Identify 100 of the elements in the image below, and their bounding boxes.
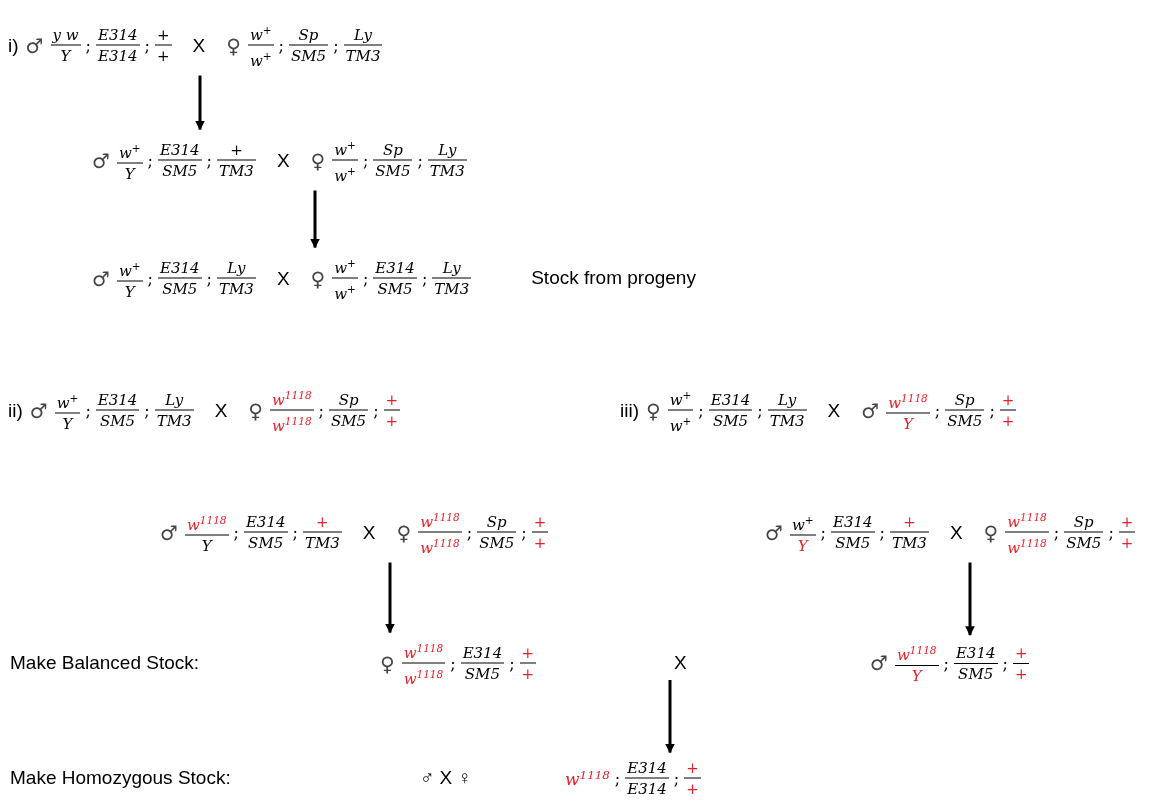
denominator: Y: [123, 163, 137, 182]
sex-symbol: ♀: [646, 398, 661, 422]
sex-symbol: ♂: [765, 520, 783, 544]
separator: ;: [673, 768, 680, 788]
denominator: +: [155, 45, 171, 65]
separator: ;: [757, 400, 763, 420]
numerator: E314: [373, 258, 417, 279]
arrow: [965, 562, 975, 636]
sex-symbol: ♂: [861, 398, 880, 422]
denominator: E314: [626, 778, 668, 798]
denominator: +: [685, 778, 700, 798]
note-text: Stock from progeny: [531, 267, 696, 289]
numerator: E314: [95, 390, 140, 411]
denominator: SM5: [478, 532, 516, 552]
numerator: w$^{+}$: [116, 256, 143, 281]
numerator: w$^{1118}$: [894, 641, 939, 666]
denominator: w$^{+}$: [248, 48, 273, 70]
numerator: Sp: [477, 512, 517, 533]
denominator: SM5: [711, 410, 750, 430]
denominator: TM3: [303, 532, 341, 552]
numerator: w$^{+}$: [54, 388, 81, 413]
separator: ;: [1108, 522, 1114, 542]
separator: ;: [1053, 522, 1060, 542]
denominator: +: [1000, 410, 1016, 430]
cross-symbol: X: [674, 652, 687, 674]
numerator: +: [519, 643, 537, 664]
denominator: SM5: [957, 663, 995, 683]
separator: ;: [85, 35, 91, 55]
separator: ;: [333, 35, 339, 55]
denominator: +: [384, 410, 400, 430]
separator: ;: [362, 150, 369, 170]
separator: ;: [820, 522, 826, 542]
numerator: +: [1118, 512, 1136, 533]
cross-symbol: X: [362, 521, 376, 543]
sex-symbol: ♂: [92, 266, 110, 290]
row-label: ii): [8, 399, 23, 421]
sex-symbol: ♀: [248, 398, 263, 422]
numerator: +: [684, 758, 701, 779]
separator: ;: [318, 400, 324, 420]
numerator: E314: [96, 25, 140, 46]
numerator: E314: [708, 390, 753, 411]
numerator: +: [531, 512, 549, 533]
numerator: Ly: [216, 258, 256, 279]
sex-symbol: ♂: [870, 651, 888, 675]
denominator: SM5: [289, 45, 328, 65]
numerator: Ly: [432, 258, 472, 279]
row-label: i): [8, 34, 19, 56]
numerator: E314: [460, 643, 505, 664]
sex-symbol: ♀: [983, 520, 999, 544]
numerator: w$^{1118}$: [270, 385, 314, 411]
denominator: Y: [796, 535, 810, 554]
numerator: +: [889, 512, 929, 533]
arrow: [195, 75, 205, 131]
sex-symbol: ♂: [29, 398, 48, 422]
denominator: TM3: [433, 278, 471, 298]
denominator: TM3: [155, 410, 193, 430]
numerator: +: [383, 390, 401, 411]
separator: ;: [989, 400, 995, 420]
denominator: TM3: [768, 410, 806, 430]
numerator: E314: [243, 512, 288, 533]
denominator: Y: [910, 666, 924, 685]
denominator: SM5: [161, 278, 199, 298]
numerator: w$^{1118}$: [401, 638, 446, 664]
sex-symbol: ♂: [160, 520, 178, 544]
separator: ;: [614, 768, 621, 788]
denominator: TM3: [344, 45, 382, 65]
denominator: TM3: [217, 160, 255, 180]
separator: ;: [879, 522, 885, 542]
row-label: iii): [620, 399, 639, 421]
separator: ;: [698, 400, 704, 420]
separator: ;: [417, 150, 423, 170]
numerator: Ly: [154, 390, 194, 411]
numerator: w$^{+}$: [332, 135, 358, 161]
separator: ;: [421, 268, 428, 288]
denominator: TM3: [428, 160, 466, 180]
denominator: w$^{1118}$: [271, 413, 313, 435]
label-text: ♂ X ♀: [420, 767, 472, 789]
numerator: Sp: [329, 390, 369, 411]
numerator: E314: [158, 140, 202, 161]
denominator: SM5: [161, 160, 199, 180]
numerator: +: [999, 390, 1017, 411]
numerator: w$^{+}$: [247, 20, 274, 46]
denominator: E314: [97, 45, 139, 65]
denominator: TM3: [217, 278, 255, 298]
label-text: Make Balanced Stock:: [10, 652, 200, 674]
numerator: Sp: [945, 390, 985, 411]
cross-symbol: X: [192, 34, 206, 56]
numerator: w$^{1118}$: [1005, 507, 1049, 533]
denominator: w$^{+}$: [333, 281, 357, 303]
denominator: +: [1013, 663, 1029, 683]
numerator: w$^{+}$: [789, 510, 816, 535]
cross-symbol: X: [827, 399, 841, 421]
numerator: w$^{1118}$: [184, 510, 229, 535]
separator: ;: [292, 522, 298, 542]
numerator: w$^{+}$: [116, 138, 143, 163]
sex-symbol: ♀: [226, 33, 241, 57]
numerator: w$^{1118}$: [418, 507, 462, 533]
denominator: +: [520, 663, 536, 683]
separator: ;: [934, 400, 941, 420]
separator: ;: [233, 522, 239, 542]
